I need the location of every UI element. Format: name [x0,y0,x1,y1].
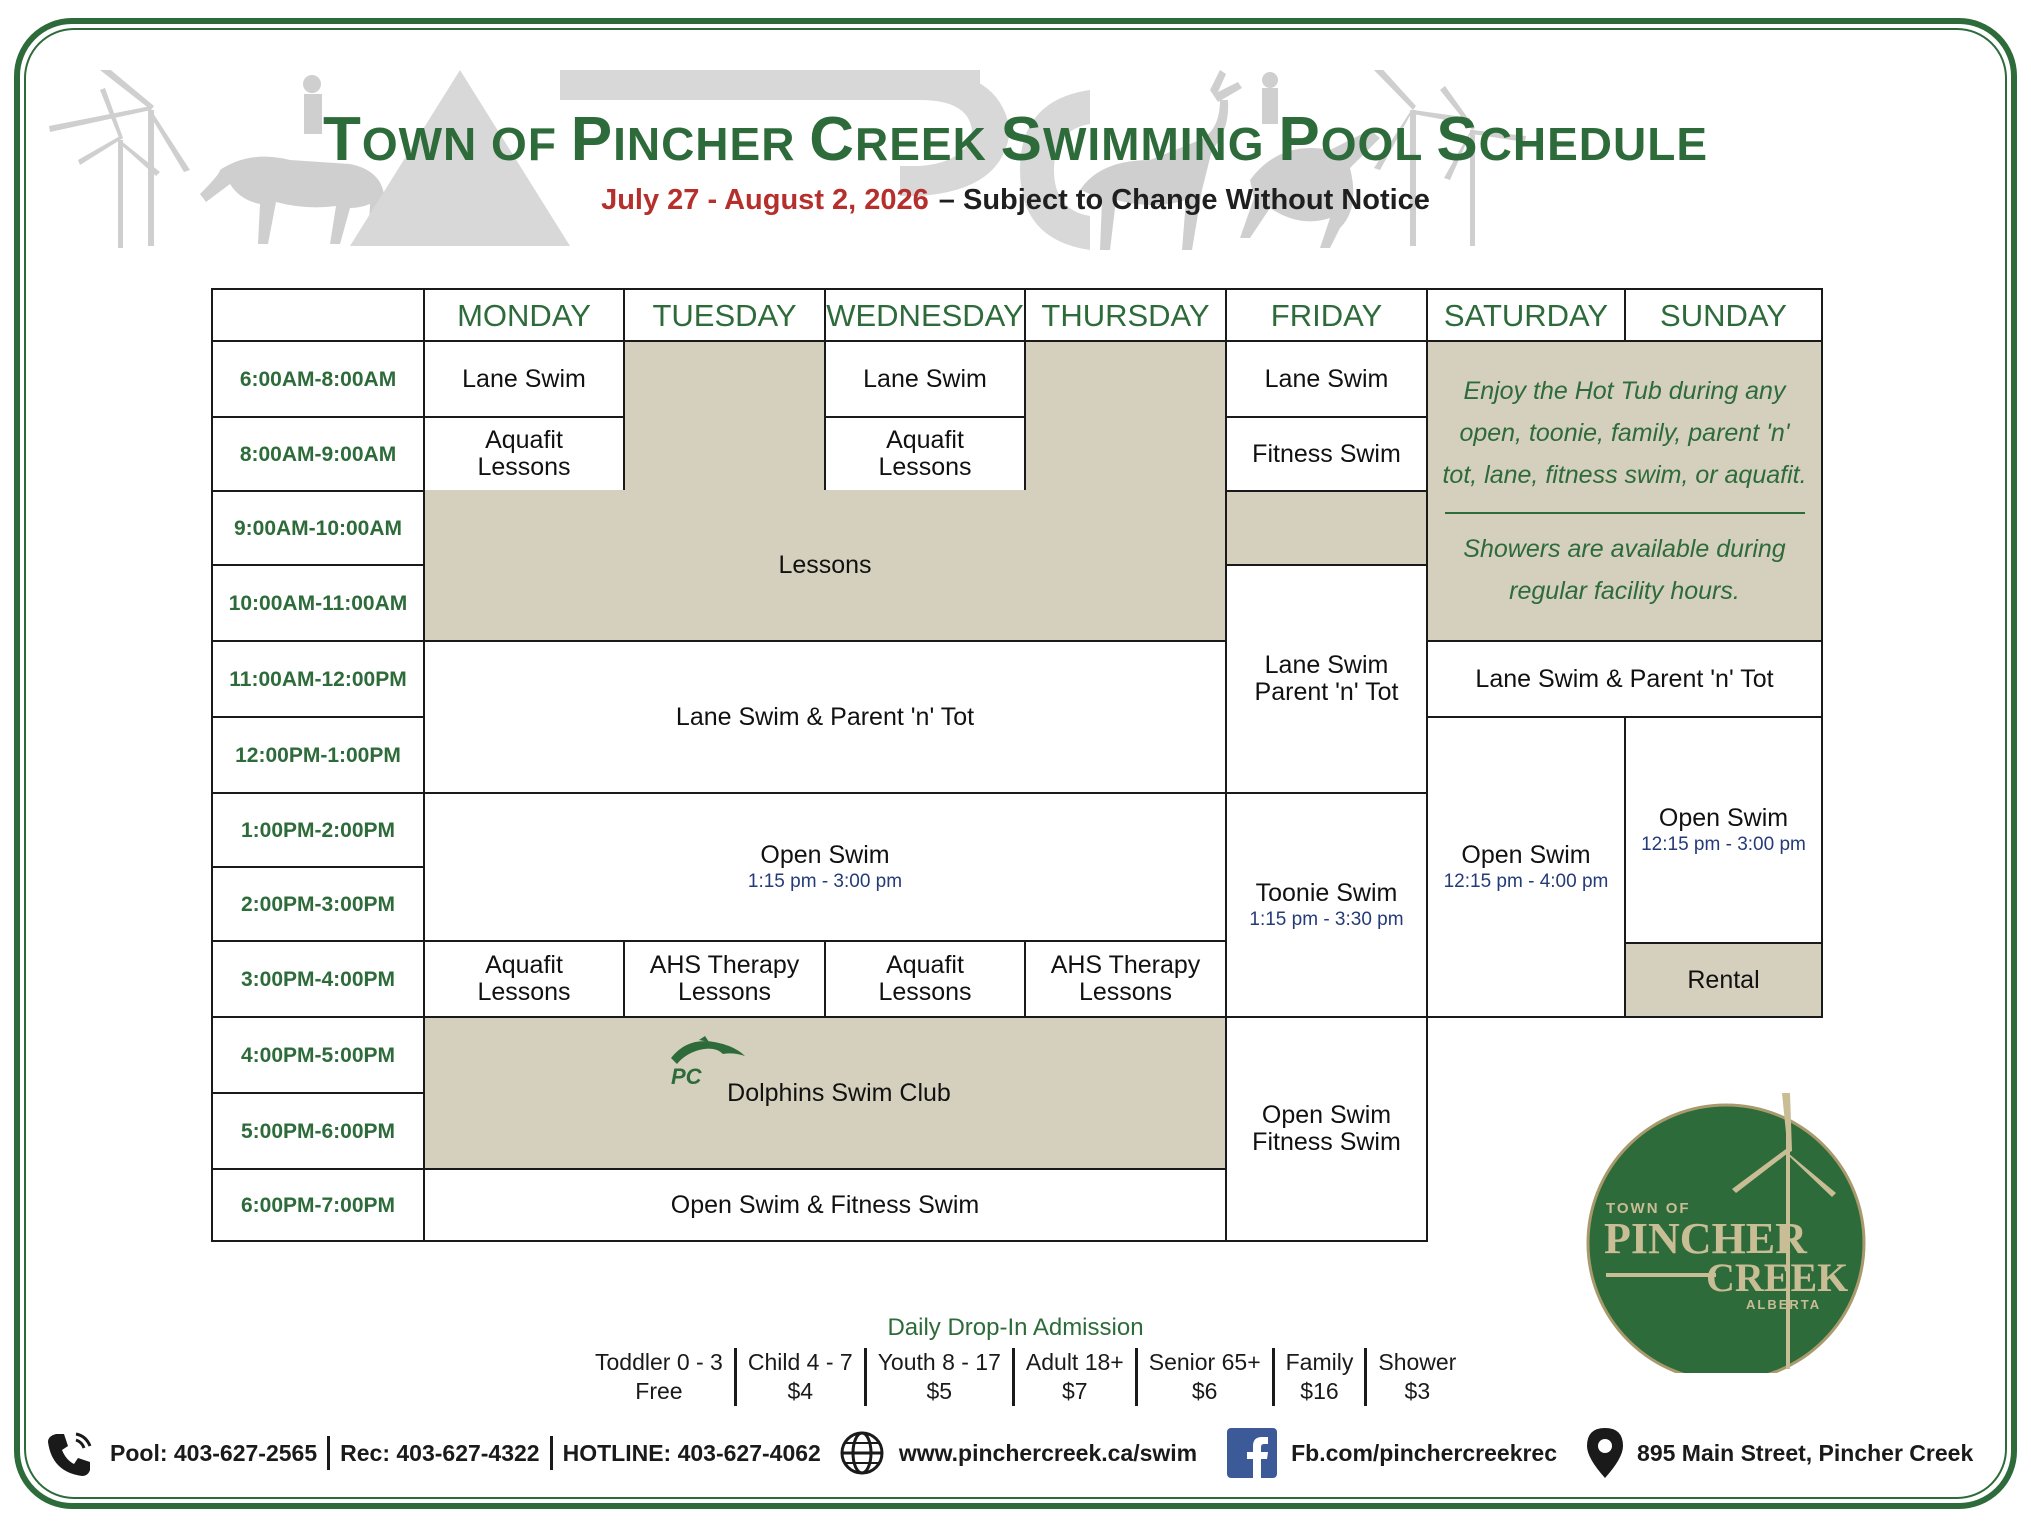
globe-icon [839,1430,885,1476]
showers-note: Showers are available during regular fac… [1463,535,1786,605]
sunday-open-swim: Open Swim 12:15 pm - 3:00 pm [1624,716,1823,944]
pool-phone[interactable]: Pool: 403-627-2565 [110,1439,318,1466]
town-logo: TOWN OF PINCHER CREEK ALBERTA [1586,1093,1866,1373]
weekday-lessons: Lessons [423,490,1227,642]
saturday-open-swim: Open Swim 12:15 pm - 4:00 pm [1426,716,1626,1018]
corner-cell [211,288,425,342]
contact-bar: Pool: 403-627-2565 Rec: 403-627-4322 HOT… [46,1418,1996,1488]
time-slot: 9:00AM-10:00AM [211,490,425,566]
page-border-inner [24,28,2007,1499]
day-header-saturday: SATURDAY [1426,288,1626,342]
hot-tub-showers-info: Enjoy the Hot Tub during any open, tooni… [1426,340,1823,642]
monday-lane-swim: Lane Swim [423,340,625,418]
svg-text:ALBERTA: ALBERTA [1746,1297,1821,1312]
schedule-notice: – Subject to Change Without Notice [938,184,1430,216]
page-title: Town of Pincher Creek Swimming Pool Sche… [322,105,1709,174]
dolphins-swim-club: Dolphins Swim Club [423,1016,1227,1170]
svg-text:TOWN OF: TOWN OF [1606,1200,1691,1217]
address: 895 Main Street, Pincher Creek [1637,1439,1974,1466]
time-slot: 12:00PM-1:00PM [211,716,425,794]
time-slot: 5:00PM-6:00PM [211,1092,425,1170]
tuesday-closed-morning [623,416,826,492]
wednesday-lane-swim: Lane Swim [824,340,1026,418]
time-slot: 2:00PM-3:00PM [211,866,425,942]
page-border [14,18,2017,1509]
header-silhouettes [49,70,1526,250]
admission-item: Family$16 [1271,1348,1365,1406]
admission-item: Shower$3 [1364,1348,1467,1406]
time-slot: 6:00PM-7:00PM [211,1168,425,1242]
website-link[interactable]: www.pinchercreek.ca/swim [898,1439,1198,1466]
hot-tub-note: Enjoy the Hot Tub during any open, tooni… [1442,377,1807,489]
day-header-friday: FRIDAY [1225,288,1428,342]
time-slot: 8:00AM-9:00AM [211,416,425,492]
facebook-icon [1227,1428,1278,1478]
admission-item: Senior 65+$6 [1134,1348,1272,1406]
tuesday-closed-early [623,340,826,418]
admission-item: Adult 18+$7 [1011,1348,1135,1406]
teepee-icon [350,70,570,246]
hotline-phone[interactable]: HOTLINE: 403-627-4062 [562,1439,821,1466]
location-pin-icon [1587,1428,1624,1478]
svg-text:PC: PC [671,1064,703,1089]
day-header-thursday: THURSDAY [1024,288,1227,342]
weekday-open-swim: Open Swim 1:15 pm - 3:00 pm [423,792,1227,942]
time-slot: 6:00AM-8:00AM [211,340,425,418]
weekday-open-fitness-swim: Open Swim & Fitness Swim [423,1168,1227,1242]
rec-phone[interactable]: Rec: 403-627-4322 [340,1439,540,1466]
facebook-link[interactable]: Fb.com/pinchercreekrec [1291,1439,1558,1466]
sunday-rental: Rental [1624,942,1823,1018]
wind-turbine-icon [49,70,190,248]
friday-fitness-swim: Fitness Swim [1225,416,1428,492]
schedule-date-range: July 27 - August 2, 2026 [601,184,929,216]
weekday-lane-swim-parent-tot: Lane Swim & Parent 'n' Tot [423,640,1227,794]
friday-lane-swim: Lane Swim [1225,340,1428,418]
divider [327,1436,331,1470]
friday-closed-9am [1225,490,1428,566]
schedule-grid: MONDAY TUESDAY WEDNESDAY THURSDAY FRIDAY… [211,288,1823,1242]
time-slot: 1:00PM-2:00PM [211,792,425,868]
day-header-tuesday: TUESDAY [623,288,826,342]
time-slot: 11:00AM-12:00PM [211,640,425,718]
day-header-wednesday: WEDNESDAY [824,288,1026,342]
page-subtitle: July 27 - August 2, 2026 – Subject to Cha… [0,184,2031,217]
bronc-rider-icon [1240,72,1380,248]
pc-letters-icon [560,70,1090,250]
elk-icon [1080,70,1242,250]
admission-title: Daily Drop-In Admission [887,1314,1144,1341]
time-slot: 4:00PM-5:00PM [211,1016,425,1094]
svg-text:CREEK: CREEK [1706,1255,1848,1300]
admission-item: Child 4 - 7$4 [733,1348,864,1406]
day-header-monday: MONDAY [423,288,625,342]
divider [549,1436,553,1470]
weekend-lane-swim-parent-tot: Lane Swim & Parent 'n' Tot [1426,640,1823,718]
dolphin-logo-icon: PC [671,1036,745,1089]
time-slot: 3:00PM-4:00PM [211,940,425,1018]
friday-toonie-swim: Toonie Swim 1:15 pm - 3:30 pm [1225,792,1428,1018]
admission-item: Youth 8 - 17$5 [863,1348,1012,1406]
wind-turbine-icon [1373,70,1526,246]
day-header-sunday: SUNDAY [1624,288,1823,342]
rider-on-horse-icon [200,75,384,244]
time-slot: 10:00AM-11:00AM [211,564,425,642]
svg-text:PINCHER: PINCHER [1604,1214,1808,1263]
info-divider [1444,512,1805,514]
phone-icon [46,1428,96,1478]
thursday-closed-early [1024,340,1227,492]
